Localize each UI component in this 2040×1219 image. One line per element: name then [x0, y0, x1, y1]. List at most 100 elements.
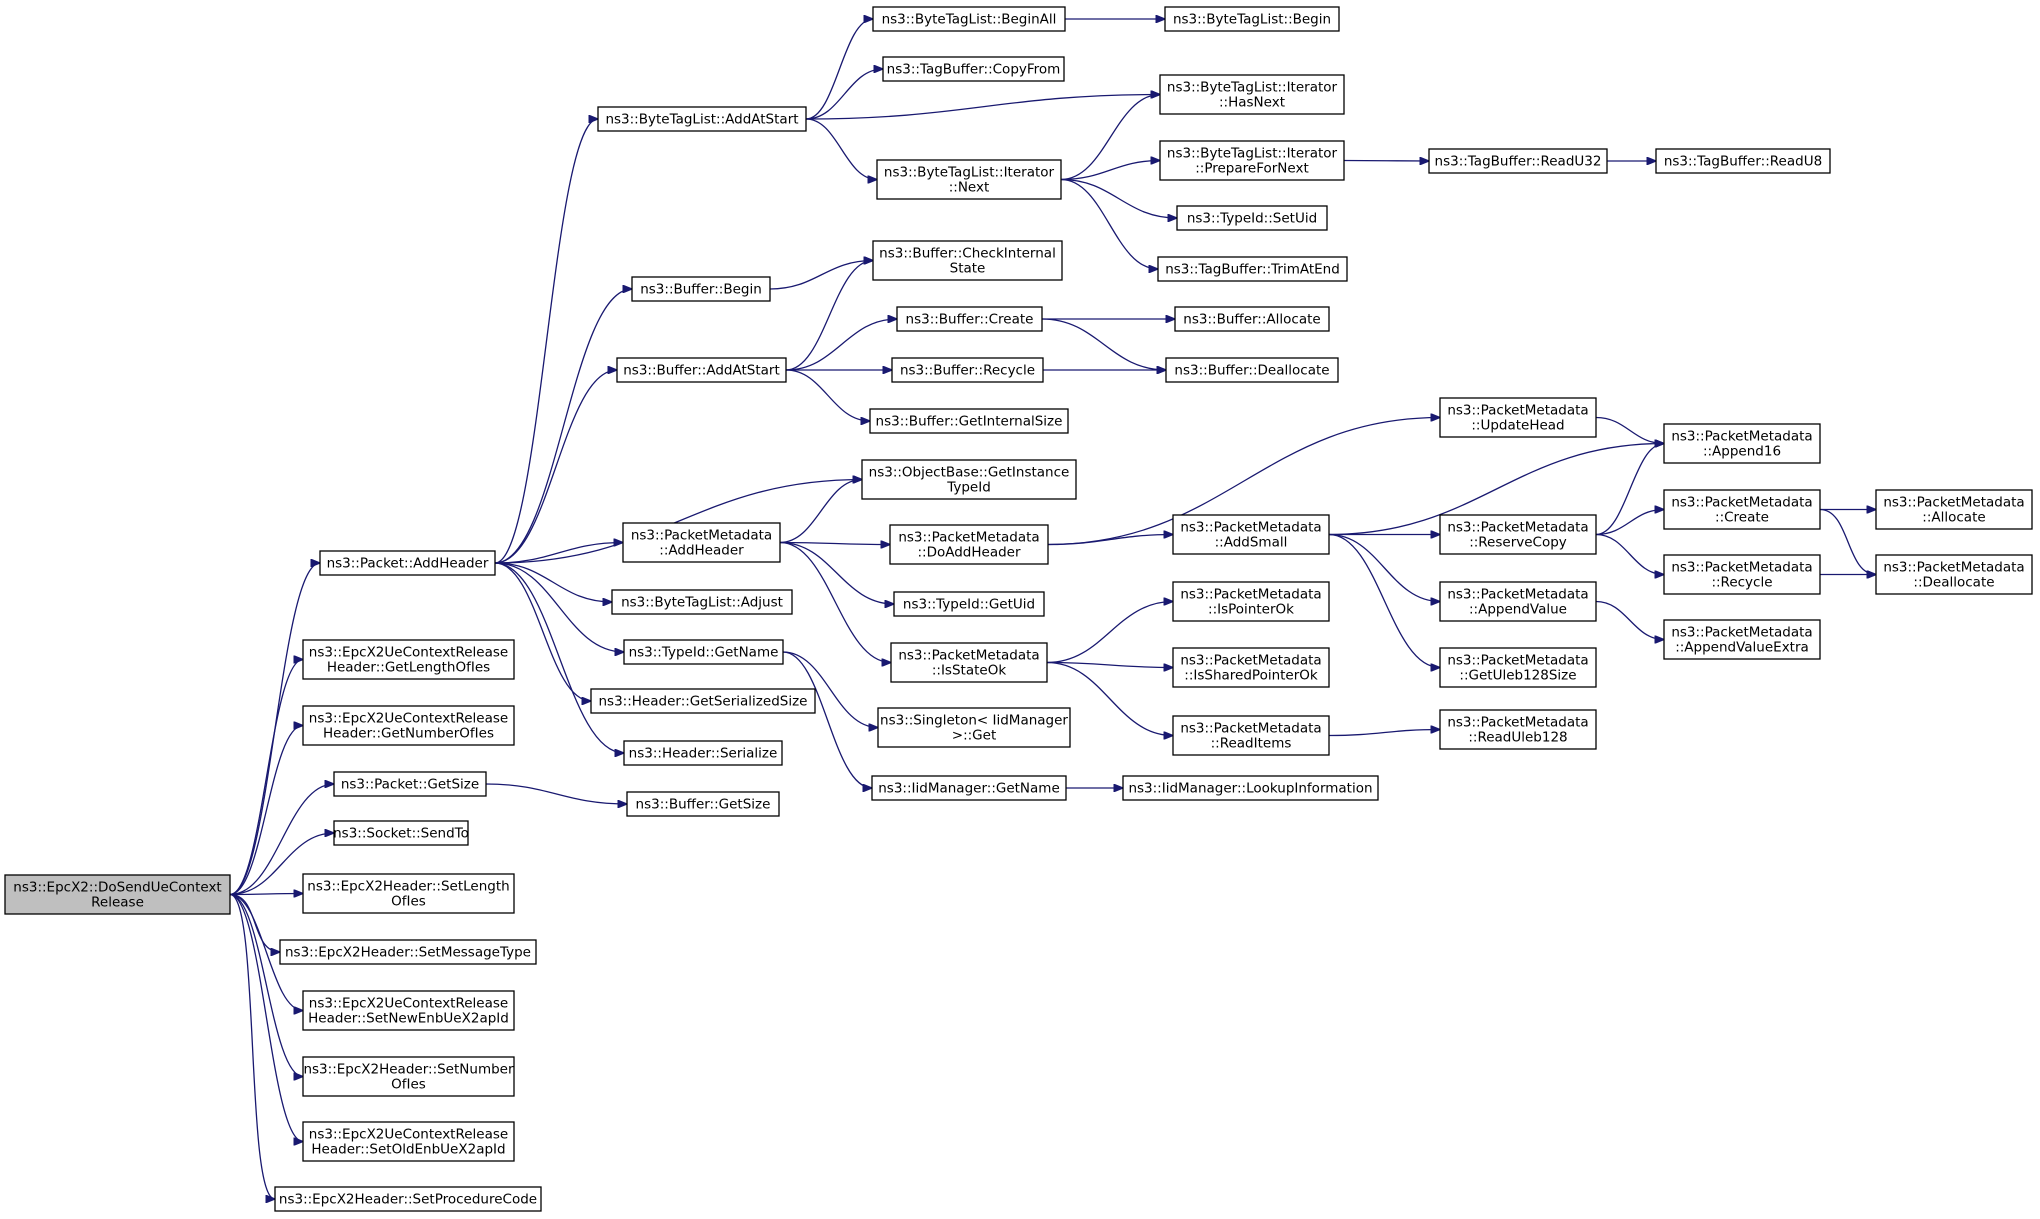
edge-root-to-setlengthofies [229, 894, 303, 895]
node-btli_hasnext[interactable]: ns3::ByteTagList::Iterator::HasNext [1159, 74, 1345, 115]
node-btl_addatstart[interactable]: ns3::ByteTagList::AddAtStart [597, 106, 807, 132]
node-hdr_getserializedsize[interactable]: ns3::Header::GetSerializedSize [590, 688, 816, 714]
node-buf_getinternalsize[interactable]: ns3::Buffer::GetInternalSize [869, 408, 1069, 434]
node-label: ns3::EpcX2Header::SetProcedureCode [279, 1192, 537, 1208]
node-pm_getuleb128size[interactable]: ns3::PacketMetadata::GetUleb128Size [1439, 647, 1597, 688]
node-label: ::ReserveCopy [1469, 535, 1567, 551]
node-box [1875, 489, 2033, 530]
node-typeid_getname[interactable]: ns3::TypeId::GetName [623, 639, 784, 665]
edge-typeid_getname-to-singleton_get [782, 651, 878, 728]
edge-btli_next-to-typeid_setuid [1060, 178, 1177, 219]
node-box [626, 791, 780, 817]
node-singleton_get[interactable]: ns3::Singleton< IidManager>::Get [877, 707, 1071, 748]
node-box [302, 1056, 515, 1097]
node-pm_readitems[interactable]: ns3::PacketMetadata::ReadItems [1172, 715, 1330, 756]
node-box [876, 159, 1062, 200]
node-getnumberofies[interactable]: ns3::EpcX2UeContextReleaseHeader::GetNum… [302, 705, 515, 746]
node-label: ns3::ObjectBase::GetInstance [869, 465, 1070, 481]
node-label: ::AppendValue [1469, 602, 1567, 618]
node-pm_ispointerok[interactable]: ns3::PacketMetadata::IsPointerOk [1172, 581, 1330, 622]
node-pkt_addheader[interactable]: ns3::Packet::AddHeader [319, 550, 496, 576]
node-pm_issharedpointerok[interactable]: ns3::PacketMetadata::IsSharedPointerOk [1172, 647, 1330, 688]
node-box [877, 707, 1071, 748]
node-buf_begin[interactable]: ns3::Buffer::Begin [631, 276, 771, 302]
node-pm_append16[interactable]: ns3::PacketMetadata::Append16 [1663, 423, 1821, 464]
node-pm_recycle[interactable]: ns3::PacketMetadata::Recycle [1663, 554, 1821, 595]
node-buf_allocate[interactable]: ns3::Buffer::Allocate [1174, 306, 1330, 332]
node-tb_readu32[interactable]: ns3::TagBuffer::ReadU32 [1428, 148, 1608, 174]
node-btl_adjust[interactable]: ns3::ByteTagList::Adjust [611, 589, 793, 615]
node-box [1663, 489, 1821, 530]
node-typeid_getuid[interactable]: ns3::TypeId::GetUid [893, 591, 1045, 617]
node-setoldenb[interactable]: ns3::EpcX2UeContextReleaseHeader::SetOld… [302, 1121, 515, 1162]
node-box [1176, 205, 1328, 231]
node-setprocedurecode[interactable]: ns3::EpcX2Header::SetProcedureCode [274, 1186, 542, 1212]
node-pm_doaddheader[interactable]: ns3::PacketMetadata::DoAddHeader [889, 524, 1049, 565]
node-box [891, 357, 1044, 383]
node-label: ::UpdateHead [1471, 418, 1564, 434]
node-buf_deallocate[interactable]: ns3::Buffer::Deallocate [1165, 357, 1339, 383]
node-buf_create[interactable]: ns3::Buffer::Create [896, 306, 1043, 332]
node-typeid_setuid[interactable]: ns3::TypeId::SetUid [1176, 205, 1328, 231]
node-btli_next[interactable]: ns3::ByteTagList::Iterator::Next [876, 159, 1062, 200]
node-label: ::Allocate [1922, 510, 1985, 526]
node-label: Header::SetOldEnbUeX2apId [311, 1142, 505, 1158]
node-label: ::ReadItems [1211, 736, 1292, 752]
node-box [302, 639, 515, 680]
node-buf_addatstart[interactable]: ns3::Buffer::AddAtStart [616, 357, 787, 383]
node-iid_lookupinformation[interactable]: ns3::IidManager::LookupInformation [1122, 775, 1379, 801]
edge-pkt_addheader-to-obj_getinstancetypeid [494, 480, 862, 564]
node-setmessagetype[interactable]: ns3::EpcX2Header::SetMessageType [279, 939, 537, 965]
node-label: ns3::TypeId::GetName [629, 645, 779, 661]
node-getlengthofies[interactable]: ns3::EpcX2UeContextReleaseHeader::GetLen… [302, 639, 515, 680]
node-btli_preparefornext[interactable]: ns3::ByteTagList::Iterator::PrepareForNe… [1159, 140, 1345, 181]
node-pm_appendvalue[interactable]: ns3::PacketMetadata::AppendValue [1439, 581, 1597, 622]
node-tb_copyfrom[interactable]: ns3::TagBuffer::CopyFrom [882, 56, 1065, 82]
edge-pkt_addheader-to-hdr_getserializedsize [494, 562, 591, 701]
node-socket_sendto[interactable]: ns3::Socket::SendTo [333, 820, 469, 846]
node-pm_isstateok[interactable]: ns3::PacketMetadata::IsStateOk [890, 642, 1048, 683]
node-label: ns3::IidManager::LookupInformation [1128, 781, 1372, 797]
node-iid_getname[interactable]: ns3::IidManager::GetName [871, 775, 1067, 801]
node-box [622, 522, 781, 563]
node-tb_readu8[interactable]: ns3::TagBuffer::ReadU8 [1655, 148, 1831, 174]
node-pm_addheader[interactable]: ns3::PacketMetadata::AddHeader [622, 522, 781, 563]
node-hdr_serialize[interactable]: ns3::Header::Serialize [623, 740, 783, 766]
node-label: ns3::PacketMetadata [1180, 653, 1321, 669]
node-label: ns3::EpcX2UeContextRelease [309, 996, 508, 1012]
node-label: OfIes [391, 1077, 426, 1093]
node-btl_beginall[interactable]: ns3::ByteTagList::BeginAll [872, 6, 1066, 32]
node-pm_readuleb128[interactable]: ns3::PacketMetadata::ReadUleb128 [1439, 709, 1597, 750]
node-pm_deallocate[interactable]: ns3::PacketMetadata::Deallocate [1875, 554, 2033, 595]
node-btl_begin[interactable]: ns3::ByteTagList::Begin [1164, 6, 1340, 32]
node-box [1655, 148, 1831, 174]
node-pm_reservecopy[interactable]: ns3::PacketMetadata::ReserveCopy [1439, 514, 1597, 555]
node-tb_trimatend[interactable]: ns3::TagBuffer::TrimAtEnd [1157, 256, 1348, 282]
node-label: ns3::Buffer::Create [906, 312, 1034, 328]
node-label: ns3::PacketMetadata [1883, 495, 2024, 511]
node-setnewenb[interactable]: ns3::EpcX2UeContextReleaseHeader::SetNew… [302, 990, 515, 1031]
node-pm_appendvalueextra[interactable]: ns3::PacketMetadata::AppendValueExtra [1663, 619, 1821, 660]
node-label: ns3::PacketMetadata [898, 648, 1039, 664]
node-box [1172, 647, 1330, 688]
node-label: TypeId [946, 480, 991, 496]
node-box [869, 408, 1069, 434]
node-buf_recycle[interactable]: ns3::Buffer::Recycle [891, 357, 1044, 383]
edge-btl_addatstart-to-btl_beginall [805, 19, 873, 120]
node-label: Header::SetNewEnbUeX2apId [308, 1011, 509, 1027]
node-label: ns3::PacketMetadata [1180, 721, 1321, 737]
node-pm_create[interactable]: ns3::PacketMetadata::Create [1663, 489, 1821, 530]
node-pm_allocate[interactable]: ns3::PacketMetadata::Allocate [1875, 489, 2033, 530]
node-buf_getsize[interactable]: ns3::Buffer::GetSize [626, 791, 780, 817]
node-pm_addsmall[interactable]: ns3::PacketMetadata::AddSmall [1172, 514, 1330, 555]
node-pkt_getsize[interactable]: ns3::Packet::GetSize [333, 771, 487, 797]
node-label: ::ReadUleb128 [1468, 730, 1567, 746]
node-pm_updatehead[interactable]: ns3::PacketMetadata::UpdateHead [1439, 397, 1597, 438]
node-label: ns3::Packet::AddHeader [327, 556, 489, 572]
